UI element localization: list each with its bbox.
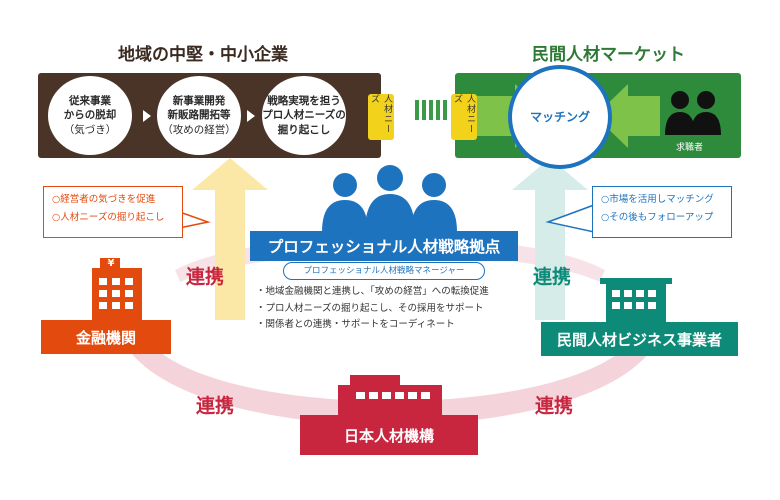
step-arrow-2 — [247, 110, 255, 122]
hub-subtitle: プロフェッショナル人材戦略マネージャー — [283, 262, 485, 280]
renkei-label-top-right: 連携 — [533, 266, 572, 288]
arrow-to-matching-right — [595, 84, 660, 148]
cooperation-ring — [120, 330, 660, 425]
renkei-label-bottom-right: 連携 — [535, 395, 574, 417]
needs-tag-right: 人材ニーズ — [451, 94, 477, 140]
left-bubble: ○経営者の気づきを促進 ○人材ニーズの掘り起こし — [43, 186, 183, 238]
connector-dashes — [415, 100, 447, 120]
yen-icon: ¥ — [107, 258, 115, 269]
needs-tag-left: 人材ニーズ — [368, 94, 394, 140]
step-2-text: 新事業開発 新販路開拓等 — [167, 95, 231, 122]
step-2-sub: （攻めの経営） — [162, 123, 236, 136]
right-up-arrow — [512, 158, 588, 320]
hub-bullets: ・地域金融機関と連携し、「攻めの経営」への転換促進 ・プロ人材ニーズの掘り起こし… — [256, 284, 489, 334]
private-business-box: 民間人材ビジネス事業者 — [541, 322, 738, 356]
right-bubble-line-1: ○市場を活用しマッチング — [601, 194, 714, 205]
finance-box: 金融機関 — [41, 320, 171, 354]
step-1-text: 従来事業 からの脱却 — [63, 95, 117, 122]
step-circle-1: 従来事業 からの脱却（気づき） — [48, 76, 132, 155]
managers-icon — [322, 165, 457, 232]
matching-ring — [508, 65, 612, 169]
left-bubble-line-2: ○人材ニーズの掘り起こし — [52, 212, 165, 224]
office-building-icon — [600, 278, 672, 322]
right-bubble: ○市場を活用しマッチング ○その後もフォローアップ — [592, 186, 732, 238]
left-up-arrow — [192, 158, 268, 320]
hub-bullet-3: ・関係者との連携・サポートをコーディネート — [256, 319, 455, 331]
bank-building-icon — [92, 258, 142, 320]
step-arrow-1 — [143, 110, 151, 122]
company-header: 地域の中堅・中小企業 — [118, 45, 288, 65]
hub-bullet-1: ・地域金融機関と連携し、「攻めの経営」への転換促進 — [256, 286, 489, 297]
step-circle-3: 戦略実現を担う プロ人材ニーズの 掘り起こし — [262, 76, 346, 155]
hub-bullet-2: ・プロ人材ニーズの掘り起こし、その採用をサポート — [256, 302, 484, 314]
step-1-sub: （気づき） — [63, 123, 117, 136]
market-header: 民間人材マーケット — [532, 45, 685, 65]
step-circle-2: 新事業開発 新販路開拓等（攻めの経営） — [157, 76, 241, 155]
left-bubble-line-1: ○経営者の気づきを促進 — [52, 194, 156, 205]
nihon-building-icon — [338, 375, 442, 415]
renkei-label-top-left: 連携 — [186, 266, 225, 288]
nihon-box: 日本人材機構 — [300, 415, 478, 455]
renkei-label-bottom-left: 連携 — [196, 395, 235, 417]
right-bubble-line-2: ○その後もフォローアップ — [601, 212, 714, 224]
hub-title: プロフェッショナル人材戦略拠点 — [250, 231, 518, 261]
matching-label: マッチング — [529, 110, 590, 124]
step-3-text: 戦略実現を担う プロ人材ニーズの 掘り起こし — [262, 95, 346, 136]
job-seeker-icon — [665, 91, 721, 135]
job-seeker-label: 求職者 — [676, 143, 704, 153]
